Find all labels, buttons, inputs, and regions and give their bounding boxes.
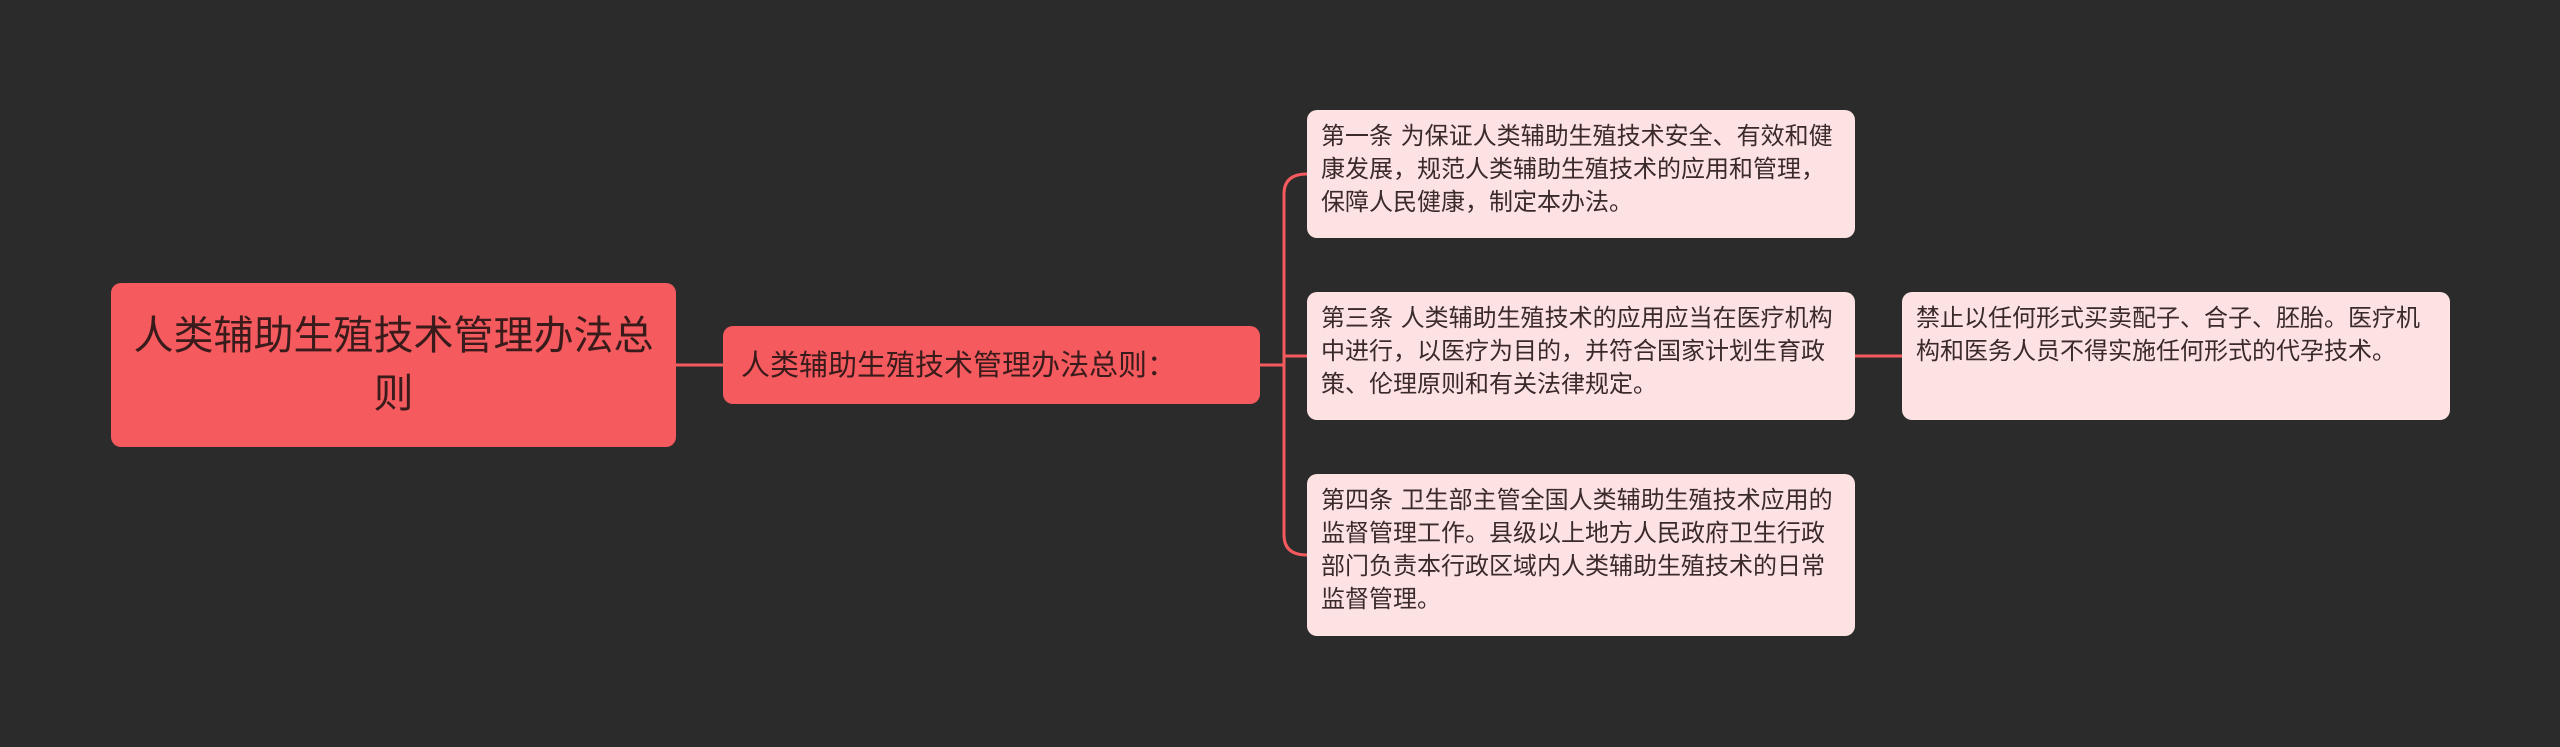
connector-branch-leaf-1 xyxy=(1260,172,1308,367)
leaf-topic-article-4[interactable]: 第四条 卫生部主管全国人类辅助生殖技术应用的监督管理工作。县级以上地方人民政府卫… xyxy=(1307,474,1855,636)
sub-leaf-topic-label: 禁止以任何形式买卖配子、合子、胚胎。医疗机构和医务人员不得实施任何形式的代孕技术… xyxy=(1916,304,2420,365)
root-topic-node[interactable]: 人类辅助生殖技术管理办法总则 xyxy=(111,283,676,447)
connector-branch-leaf-2 xyxy=(1282,354,1307,365)
branch-topic-label: 人类辅助生殖技术管理办法总则： xyxy=(741,348,1177,382)
root-topic-label: 人类辅助生殖技术管理办法总则 xyxy=(133,313,654,417)
sub-leaf-topic-prohibition[interactable]: 禁止以任何形式买卖配子、合子、胚胎。医疗机构和医务人员不得实施任何形式的代孕技术… xyxy=(1902,292,2450,420)
leaf-topic-label: 第四条 卫生部主管全国人类辅助生殖技术应用的监督管理工作。县级以上地方人民政府卫… xyxy=(1321,486,1833,613)
leaf-topic-article-1[interactable]: 第一条 为保证人类辅助生殖技术安全、有效和健康发展，规范人类辅助生殖技术的应用和… xyxy=(1307,110,1855,238)
leaf-topic-label: 第三条 人类辅助生殖技术的应用应当在医疗机构中进行，以医疗为目的，并符合国家计划… xyxy=(1321,304,1833,398)
leaf-topic-label: 第一条 为保证人类辅助生殖技术安全、有效和健康发展，规范人类辅助生殖技术的应用和… xyxy=(1321,122,1833,216)
leaf-topic-article-3[interactable]: 第三条 人类辅助生殖技术的应用应当在医疗机构中进行，以医疗为目的，并符合国家计划… xyxy=(1307,292,1855,420)
connector-branch-leaf-3 xyxy=(1282,365,1308,557)
branch-topic-node[interactable]: 人类辅助生殖技术管理办法总则： xyxy=(723,326,1260,404)
